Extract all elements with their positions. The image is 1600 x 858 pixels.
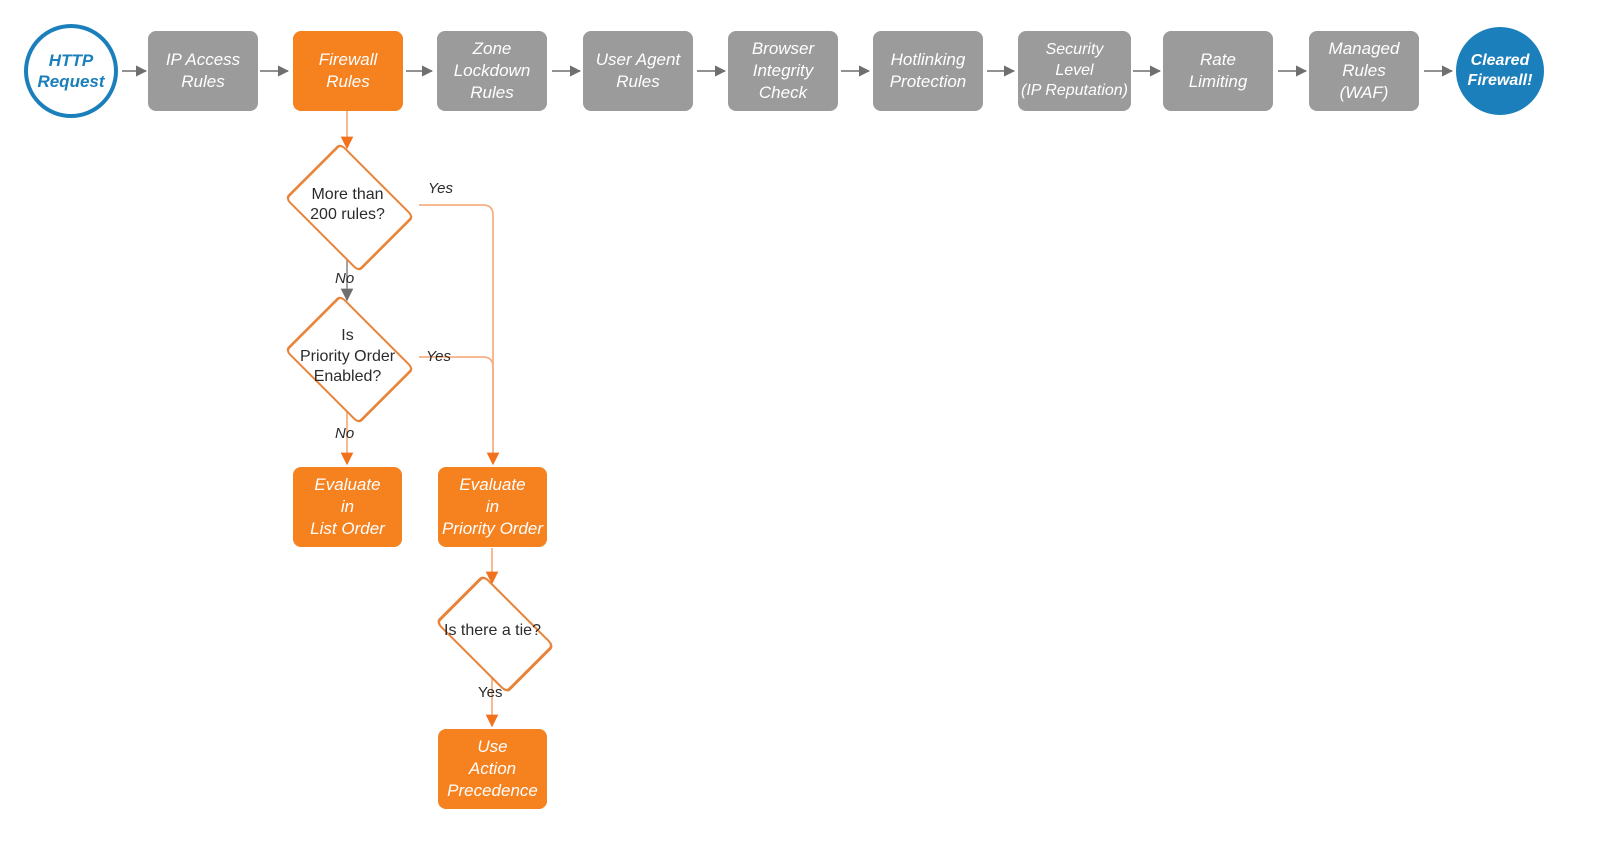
node-label: More than 200 rules? <box>310 185 385 223</box>
node-security-level[interactable]: Security Level (IP Reputation) <box>1018 31 1131 111</box>
node-label: Firewall Rules <box>318 49 378 91</box>
node-http-request[interactable]: HTTP Request <box>24 24 118 118</box>
node-firewall-rules[interactable]: Firewall Rules <box>293 31 403 111</box>
node-managed-rules-waf[interactable]: Managed Rules (WAF) <box>1309 31 1419 111</box>
node-label: Evaluate in Priority Order <box>441 474 544 539</box>
node-label: Cleared Firewall! <box>1467 52 1533 89</box>
node-cleared-firewall[interactable]: Cleared Firewall! <box>1456 27 1544 115</box>
node-rate-limiting[interactable]: Rate Limiting <box>1163 31 1273 111</box>
node-decision-more-than-200-rules[interactable]: More than 200 rules? <box>277 141 418 273</box>
node-user-agent-rules[interactable]: User Agent Rules <box>583 31 693 111</box>
node-label: Security Level (IP Reputation) <box>1020 40 1128 100</box>
node-decision-is-there-a-tie[interactable]: Is there a tie? <box>425 573 560 694</box>
node-browser-integrity-check[interactable]: Browser Integrity Check <box>728 31 838 111</box>
node-hotlinking-protection[interactable]: Hotlinking Protection <box>873 31 983 111</box>
node-label: HTTP Request <box>37 50 105 91</box>
node-label: Use Action Precedence <box>447 736 538 801</box>
edge-label-priority-order-no: No <box>335 425 355 442</box>
node-label: Zone Lockdown Rules <box>453 38 531 103</box>
node-label: User Agent Rules <box>595 49 681 91</box>
node-label: Is there a tie? <box>444 622 541 640</box>
node-label: IP Access Rules <box>165 49 241 91</box>
node-label: Browser Integrity Check <box>751 38 815 103</box>
node-use-action-precedence[interactable]: Use Action Precedence <box>438 729 547 809</box>
node-label: Managed Rules (WAF) <box>1328 38 1400 103</box>
node-ip-access-rules[interactable]: IP Access Rules <box>148 31 258 111</box>
node-label: Rate Limiting <box>1188 49 1248 91</box>
edge-label-priority-order-yes: Yes <box>426 348 452 365</box>
node-decision-is-priority-order-enabled[interactable]: Is Priority Order Enabled? <box>277 293 418 425</box>
edge-priority-order-yes <box>419 356 494 440</box>
node-zone-lockdown-rules[interactable]: Zone Lockdown Rules <box>437 31 547 111</box>
node-label: Hotlinking Protection <box>889 49 967 91</box>
node-label: Is Priority Order Enabled? <box>299 327 396 386</box>
node-evaluate-in-priority-order[interactable]: Evaluate in Priority Order <box>438 467 547 547</box>
edge-label-tie-yes: Yes <box>478 684 503 701</box>
edge-label-more-than-200-yes: Yes <box>428 180 454 197</box>
edge-label-more-than-200-no: No <box>335 270 355 287</box>
edge-more-than-200-yes <box>419 204 500 466</box>
node-label: Evaluate in List Order <box>310 474 385 539</box>
node-evaluate-in-list-order[interactable]: Evaluate in List Order <box>293 467 402 547</box>
